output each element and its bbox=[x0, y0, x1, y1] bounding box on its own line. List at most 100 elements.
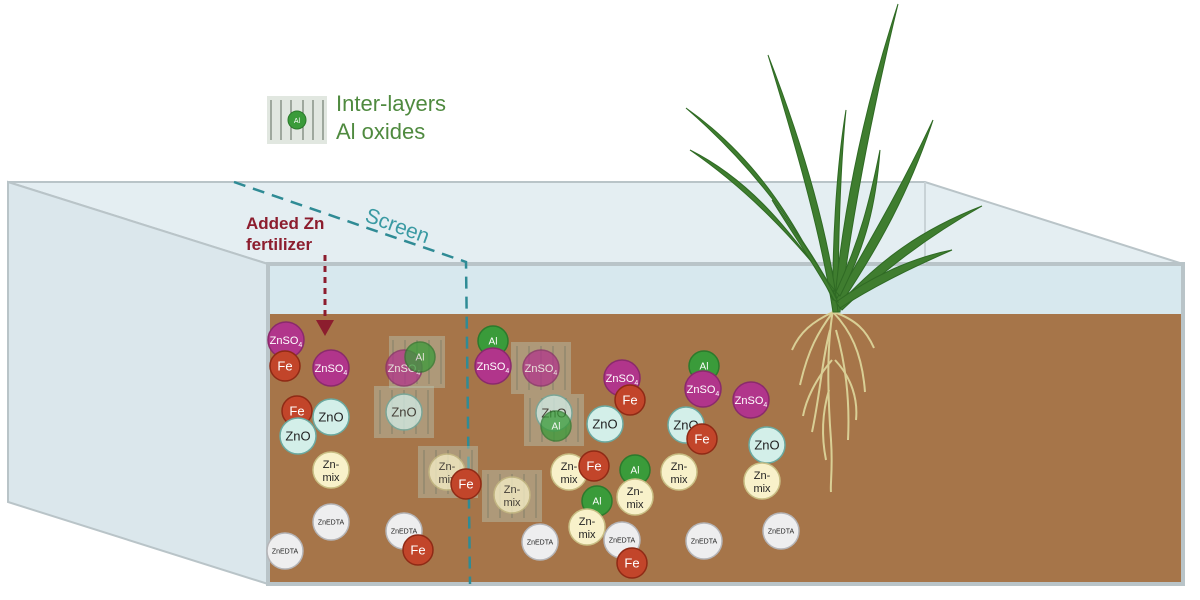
particle-znedta: ZnEDTA bbox=[266, 532, 304, 570]
plant-leaves bbox=[685, 3, 983, 313]
particle-zno: ZnO bbox=[586, 405, 624, 443]
particle-label: Fe bbox=[289, 404, 304, 419]
particle-label: mix bbox=[503, 497, 521, 509]
particle-zno: ZnO bbox=[748, 426, 786, 464]
particle-znso4: ZnSO4 bbox=[684, 370, 722, 408]
particle-label: Al bbox=[700, 362, 709, 373]
particle-znso4: ZnSO4 bbox=[267, 321, 305, 359]
particle-label: ZnO bbox=[592, 417, 617, 432]
particle-circle bbox=[762, 512, 800, 550]
particle-circle bbox=[279, 417, 317, 455]
added-fertilizer-line-2: fertilizer bbox=[246, 235, 313, 254]
particle-circle bbox=[616, 478, 654, 516]
particle-circle bbox=[660, 453, 698, 491]
particle-circle bbox=[684, 370, 722, 408]
particle-zn-mix: Zn-mix bbox=[312, 451, 350, 489]
particle-znso4: ZnSO4 bbox=[732, 381, 770, 419]
particle-label: Fe bbox=[458, 477, 473, 492]
particle-fe: Fe bbox=[402, 534, 434, 566]
particle-label: mix bbox=[578, 529, 596, 541]
particle-label: Fe bbox=[694, 432, 709, 447]
particle-circle bbox=[614, 384, 646, 416]
particle-label: Fe bbox=[586, 459, 601, 474]
particle-label: ZnO bbox=[754, 438, 779, 453]
particle-label: ZnEDTA bbox=[768, 528, 795, 535]
particle-circle bbox=[474, 347, 512, 385]
particle-label: Zn- bbox=[504, 484, 521, 496]
particle-label: Zn- bbox=[561, 461, 578, 473]
particle-circle bbox=[312, 503, 350, 541]
particle-znso4: ZnSO4 bbox=[474, 347, 512, 385]
particle-fe: Fe bbox=[450, 468, 482, 500]
particle-circle bbox=[522, 349, 560, 387]
particle-label: mix bbox=[670, 474, 688, 486]
particle-label: ZnSO4 bbox=[606, 373, 639, 387]
particle-label: Al bbox=[593, 497, 602, 508]
particle-circle bbox=[450, 468, 482, 500]
particle-label: ZnEDTA bbox=[691, 538, 718, 545]
legend-al-text: Al bbox=[294, 118, 301, 125]
particle-label: Al bbox=[489, 337, 498, 348]
particle-label: ZnO bbox=[318, 410, 343, 425]
particle-al: Al bbox=[540, 410, 572, 442]
particle-circle bbox=[686, 423, 718, 455]
particle-label: ZnSO4 bbox=[477, 361, 510, 375]
particle-zno: ZnO bbox=[312, 398, 350, 436]
particle-circle bbox=[402, 534, 434, 566]
particle-label: Fe bbox=[622, 393, 637, 408]
particle-fe: Fe bbox=[269, 350, 301, 382]
particle-label: mix bbox=[560, 474, 578, 486]
particle-circle bbox=[521, 523, 559, 561]
particle-circle bbox=[540, 410, 572, 442]
glass-front-face bbox=[266, 262, 1185, 586]
particle-circle bbox=[616, 547, 648, 579]
particle-circle bbox=[493, 476, 531, 514]
particle-label: mix bbox=[753, 483, 771, 495]
particle-znedta: ZnEDTA bbox=[762, 512, 800, 550]
particle-label: ZnSO4 bbox=[735, 395, 768, 409]
particle-zno: ZnO bbox=[279, 417, 317, 455]
particle-circle bbox=[568, 508, 606, 546]
plant bbox=[685, 3, 983, 493]
particle-label: Al bbox=[552, 422, 561, 433]
particle-label: ZnEDTA bbox=[527, 539, 554, 546]
particle-circle bbox=[385, 393, 423, 431]
particle-label: mix bbox=[626, 499, 644, 511]
particle-label: Zn- bbox=[579, 516, 596, 528]
particle-circle bbox=[312, 398, 350, 436]
particle-zn-mix: Zn-mix bbox=[660, 453, 698, 491]
added-fertilizer-label: Added Zn fertilizer bbox=[246, 213, 324, 255]
particle-circle bbox=[586, 405, 624, 443]
particle-znso4: ZnSO4 bbox=[312, 349, 350, 387]
particle-zno: ZnO bbox=[385, 393, 423, 431]
particle-circle bbox=[404, 341, 436, 373]
particle-label: Fe bbox=[410, 543, 425, 558]
legend-line-1: Inter-layers bbox=[336, 91, 447, 116]
particle-label: Zn- bbox=[627, 486, 644, 498]
particle-label: ZnSO4 bbox=[315, 363, 348, 377]
particle-zn-mix: Zn-mix bbox=[568, 508, 606, 546]
particle-label: ZnSO4 bbox=[270, 335, 303, 349]
legend-al-circle bbox=[287, 110, 307, 130]
particle-label: Zn- bbox=[754, 470, 771, 482]
particle-znedta: ZnEDTA bbox=[685, 522, 723, 560]
water-layer bbox=[268, 264, 1183, 314]
particle-label: Zn- bbox=[439, 461, 456, 473]
particle-zn-mix: Zn-mix bbox=[743, 462, 781, 500]
particle-label: ZnO bbox=[391, 405, 416, 420]
fertilizer-arrow bbox=[316, 255, 334, 336]
particle-circle bbox=[266, 532, 304, 570]
particle-al: Al bbox=[404, 341, 436, 373]
particle-znedta: ZnEDTA bbox=[521, 523, 559, 561]
particle-label: ZnSO4 bbox=[525, 363, 558, 377]
particle-label: Zn- bbox=[323, 459, 340, 471]
particle-label: ZnEDTA bbox=[391, 528, 418, 535]
particle-circle bbox=[732, 381, 770, 419]
plant-roots bbox=[791, 309, 875, 493]
particle-label: Al bbox=[416, 353, 425, 364]
particle-circle bbox=[312, 349, 350, 387]
particle-fe: Fe bbox=[616, 547, 648, 579]
particle-label: ZnEDTA bbox=[609, 537, 636, 544]
particle-label: mix bbox=[322, 472, 340, 484]
